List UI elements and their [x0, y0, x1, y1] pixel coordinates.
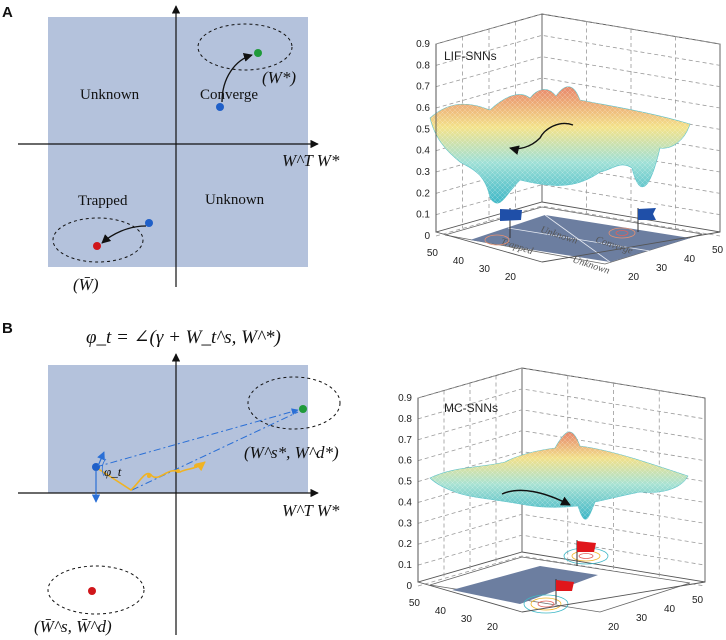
panel-a-left-tick: 40: [453, 256, 465, 267]
panel-b-right-tick: 20: [608, 622, 620, 633]
panel-b-trapped-point-label: (W̄^s, W̄^d): [34, 617, 112, 636]
panel-b-z-tick: 0.9: [398, 393, 412, 404]
panel-b-z-tick: 0.1: [398, 560, 412, 571]
panel-b-z-tick: 0: [406, 581, 412, 592]
panel-a-left-tick: 20: [505, 272, 517, 283]
panel-b-left-tick: 20: [487, 622, 499, 633]
panel-b-z-tick: 0.5: [398, 477, 412, 488]
panel-a-z-tick: 0.8: [416, 60, 430, 71]
panel-b-z-tick: 0.8: [398, 414, 412, 425]
panel-a-start-dot-bottom: [145, 219, 153, 227]
panel-a-floor-plane: [470, 215, 690, 262]
panel-b-floor-plane: [452, 566, 598, 604]
panel-b-floor-ticks: 50 40 30 20 20 30 40 50: [409, 595, 704, 633]
panel-b-converge-ellipse: [247, 376, 341, 430]
panel-a-converge-arrow: [221, 52, 253, 103]
panel-a-converge-ellipse: [197, 23, 293, 71]
panel-a-quadrant-top-left: Unknown: [80, 87, 140, 103]
panel-b-z-tick: 0.4: [398, 497, 412, 508]
panel-a-surface-plot: Unknown Converge Trapped Unknown: [429, 13, 721, 277]
panel-a-trapped-ellipse: [52, 217, 144, 263]
panel-b-z-tick: 0.3: [398, 518, 412, 529]
panel-a-floor-ticks: 50 40 30 20 20 30 40 50: [427, 245, 724, 283]
panel-b-up-vector: [97, 451, 105, 467]
panel-a-quadrant-top-right: Converge: [200, 87, 258, 103]
panel-a-trapped-point-label: (W̄): [73, 275, 99, 294]
panel-a-surface-title: LIF-SNNs: [444, 49, 497, 63]
panel-b-right-tick: 40: [664, 604, 676, 615]
panel-b-surface-plot: [417, 367, 706, 614]
panel-b-dashdot-line-1: [95, 408, 299, 468]
panel-a-converge-point-label: (W*): [262, 68, 296, 87]
panel-b-axis-label: W^T W*: [282, 501, 340, 520]
panel-b-formula: φ_t = ∠(γ + W_t^s, W^*): [86, 327, 281, 348]
panel-a-axis-label: W^T W*: [282, 151, 340, 170]
panel-a-right-tick: 40: [684, 254, 696, 265]
panel-a-trapped-arrow: [101, 225, 147, 244]
panel-a-right-tick: 30: [656, 263, 668, 274]
panel-a-z-tick: 0.3: [416, 167, 430, 178]
panel-b-left-tick: 40: [435, 606, 447, 617]
panel-a-converge-dot: [254, 49, 262, 57]
panel-a-z-tick: 0.1: [416, 210, 430, 221]
panel-a-right-tick: 20: [628, 272, 640, 283]
panel-a-trapped-dot: [93, 242, 101, 250]
panel-b-z-ticks: 0 0.1 0.2 0.3 0.4 0.5 0.6 0.7 0.8 0.9: [398, 393, 412, 592]
panel-a-z-tick: 0.6: [416, 103, 430, 114]
panel-a-flag-converge: [638, 208, 656, 220]
panel-a-z-ticks: 0 0.1 0.2 0.3 0.4 0.5 0.6 0.7 0.8 0.9: [416, 39, 430, 242]
panel-b-trapped-ellipse: [47, 565, 145, 615]
panel-a-quadrant-bottom-left: Trapped: [78, 193, 128, 209]
panel-b-converge-dot: [299, 405, 307, 413]
panel-a-z-tick: 0.5: [416, 124, 430, 135]
panel-a-z-tick: 0: [424, 231, 430, 242]
panel-b-right-tick: 50: [692, 595, 704, 606]
panel-a-z-tick: 0.4: [416, 146, 430, 157]
panel-a-right-tick: 50: [712, 245, 724, 256]
panel-b-left-tick: 50: [409, 598, 421, 609]
panel-b-flag-2: [556, 580, 574, 591]
panel-b-flag-1: [577, 541, 596, 552]
panel-b-left-tick: 30: [461, 614, 473, 625]
panel-b-z-tick: 0.2: [398, 539, 412, 550]
panel-a-region: [48, 17, 308, 267]
panel-b-converge-point-label: (W^s*, W^d*): [244, 443, 339, 462]
panel-a-quadrant-bottom-right: Unknown: [205, 192, 265, 208]
panel-b-right-tick: 30: [636, 613, 648, 624]
panel-a-z-tick: 0.7: [416, 82, 430, 93]
panel-b-phi-label: φ_t: [104, 464, 122, 479]
panel-a-label: A: [2, 4, 13, 21]
panel-a-left-tick: 30: [479, 264, 491, 275]
panel-b-z-tick: 0.6: [398, 456, 412, 467]
panel-b-region: [48, 365, 308, 493]
panel-a-z-tick: 0.2: [416, 188, 430, 199]
panel-b-trapped-dot: [88, 587, 96, 595]
panel-b-trajectory: [96, 461, 206, 492]
panel-a-left-tick: 50: [427, 248, 439, 259]
panel-a-z-tick: 0.9: [416, 39, 430, 50]
panel-a-flag-trapped: [500, 209, 522, 221]
panel-b-surface-title: MC-SNNs: [444, 401, 498, 415]
panel-b-surface-arrow: [501, 489, 571, 506]
panel-b-label: B: [2, 320, 13, 337]
panel-b-z-tick: 0.7: [398, 435, 412, 446]
panel-a-surface-arrow: [509, 122, 574, 155]
panel-a-start-dot-top: [216, 103, 224, 111]
